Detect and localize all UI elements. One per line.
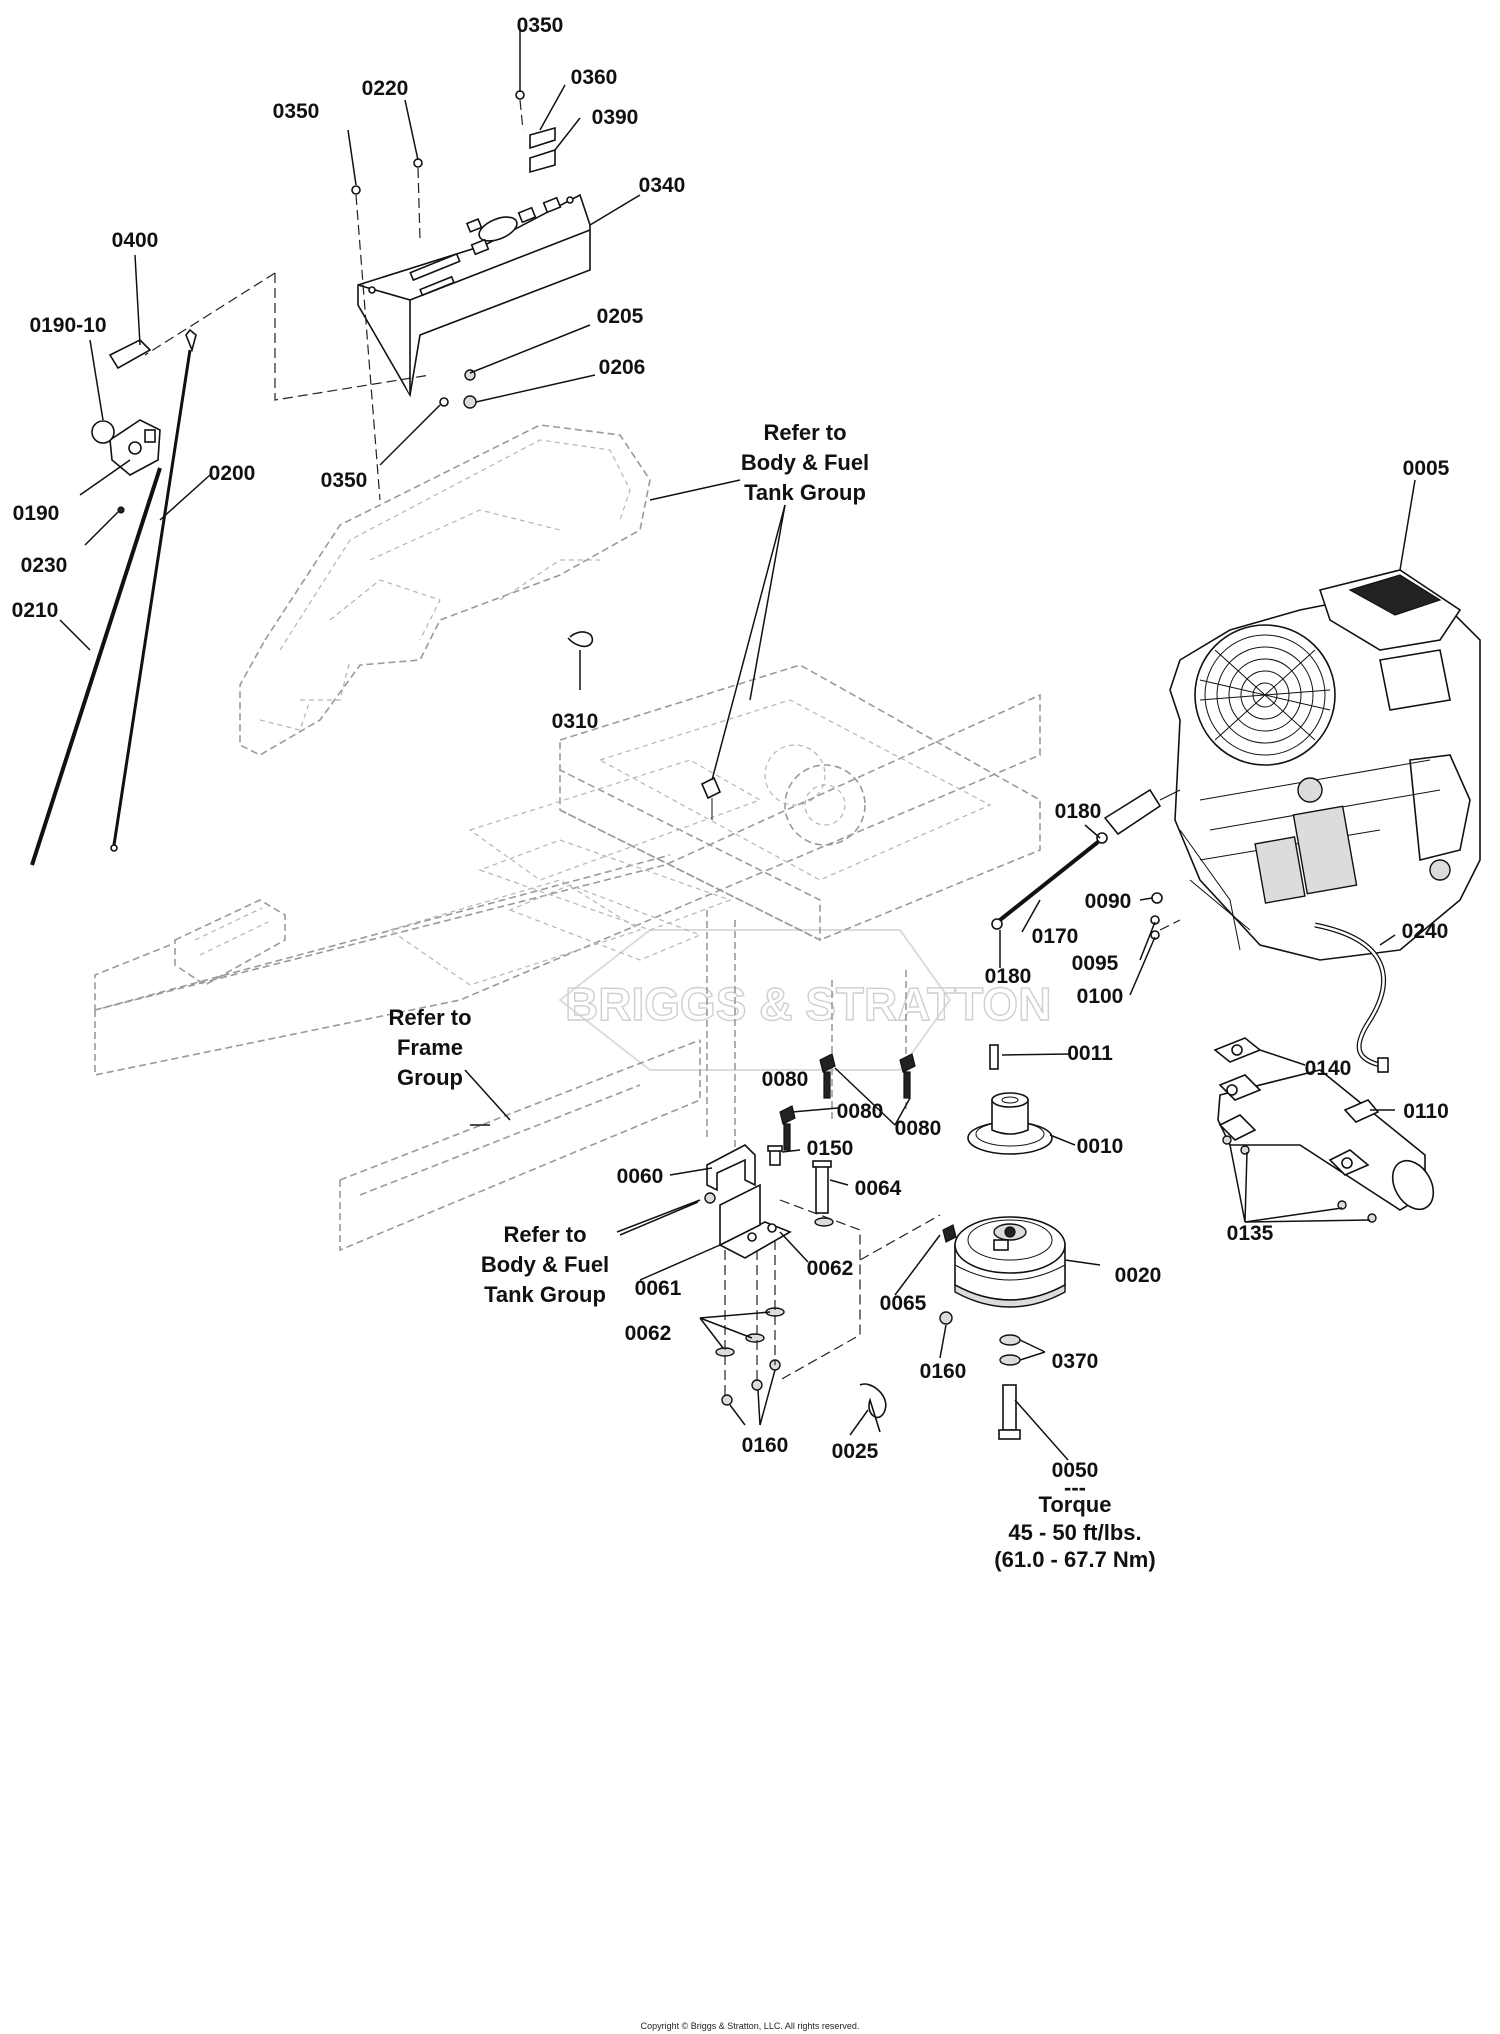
- note-line: Torque: [1039, 1492, 1112, 1517]
- part-label-0180-low: 0180: [985, 965, 1032, 988]
- part-label-0370: 0370: [1052, 1350, 1099, 1373]
- muffler-0110: [1217, 1069, 1435, 1211]
- bracket-0061: [718, 1183, 792, 1259]
- part-label-0310: 0310: [552, 710, 599, 733]
- note-body-fuel-bottom: Refer to Body & Fuel Tank Group: [481, 1222, 609, 1307]
- fuel-line-0240: [1314, 922, 1389, 1073]
- part-label-0062-right: 0062: [807, 1257, 854, 1280]
- watermark-text: BRIGGS & STRATTON: [565, 978, 1051, 1030]
- part-label-0206: 0206: [599, 356, 646, 379]
- note-line: Refer to: [503, 1222, 586, 1247]
- part-label-0190: 0190: [13, 502, 60, 525]
- bracket-0060: [706, 1144, 756, 1192]
- bolt-body: [700, 776, 722, 820]
- part-label-0160-bottom: 0160: [742, 1434, 789, 1457]
- dashed-mount-lines: [724, 1199, 941, 1400]
- part-label-0011: 0011: [1067, 1042, 1113, 1065]
- part-label-0095: 0095: [1072, 952, 1119, 975]
- part-label-0080-c: 0080: [837, 1100, 884, 1123]
- part-label-0020: 0020: [1115, 1264, 1162, 1287]
- bolts-0080: [779, 1053, 916, 1151]
- part-label-0205: 0205: [597, 305, 644, 328]
- part-label-0005: 0005: [1403, 457, 1450, 480]
- part-label-0160-right: 0160: [920, 1360, 967, 1383]
- watermark: BRIGGS & STRATTON: [558, 929, 1052, 1071]
- part-label-0050: 0050: [1052, 1459, 1099, 1482]
- part-label-0090: 0090: [1085, 890, 1132, 913]
- copyright-text: Copyright © Briggs & Stratton, LLC. All …: [641, 2021, 860, 2031]
- part-label-0210: 0210: [12, 599, 59, 622]
- washers-0370: [999, 1334, 1021, 1366]
- throttle-control-0190: [91, 339, 161, 514]
- part-label-0400: 0400: [112, 229, 159, 252]
- engine-0005: [1169, 569, 1481, 961]
- note-line: Frame: [397, 1035, 463, 1060]
- part-label-0230: 0230: [21, 554, 68, 577]
- part-label-0240: 0240: [1402, 920, 1449, 943]
- part-label-0064: 0064: [855, 1177, 902, 1200]
- bolt-0150: [767, 1145, 783, 1166]
- part-label-0350-left: 0350: [273, 100, 320, 123]
- note-line: Tank Group: [744, 480, 866, 505]
- part-label-0100: 0100: [1077, 985, 1124, 1008]
- dashed-link-0400: [274, 273, 431, 401]
- part-label-0135: 0135: [1227, 1222, 1274, 1245]
- part-label-0140: 0140: [1305, 1057, 1352, 1080]
- fasteners-0090-0095-0100: [1150, 892, 1181, 940]
- note-line: Refer to: [763, 420, 846, 445]
- part-label-0025: 0025: [832, 1440, 879, 1463]
- bolt-0050: [998, 1384, 1021, 1440]
- part-label-0180-top: 0180: [1055, 800, 1102, 823]
- part-number-labels: 0350 0220 0360 0390 0340 0350 0400 0190-…: [12, 14, 1450, 1482]
- part-label-0061: 0061: [635, 1277, 682, 1300]
- body-tunnel-ghost: [239, 424, 651, 756]
- dashed-link-0400b: [144, 272, 276, 356]
- note-line: Group: [397, 1065, 463, 1090]
- part-label-0390: 0390: [592, 106, 639, 129]
- part-label-0080-a: 0080: [762, 1068, 809, 1091]
- note-line: (61.0 - 67.7 Nm): [994, 1547, 1155, 1572]
- clip-0310: [567, 631, 594, 648]
- dipstick-0200-rod-0210: [30, 328, 197, 866]
- pto-clutch-0020: [954, 1216, 1066, 1308]
- part-label-0150: 0150: [807, 1137, 854, 1160]
- note-line: Tank Group: [484, 1282, 606, 1307]
- part-label-0060: 0060: [617, 1165, 664, 1188]
- bolt-0065: [939, 1224, 957, 1325]
- part-label-0110: 0110: [1403, 1100, 1449, 1123]
- part-label-0010: 0010: [1077, 1135, 1124, 1158]
- part-label-0360: 0360: [571, 66, 618, 89]
- tie-strap-0025: [859, 1383, 887, 1433]
- part-label-0350-low: 0350: [321, 469, 368, 492]
- frame-assembly-ghost: [94, 664, 1041, 1252]
- part-label-0200: 0200: [209, 462, 256, 485]
- part-label-0350-top: 0350: [517, 14, 564, 37]
- part-label-0190-10: 0190-10: [29, 314, 106, 337]
- note-line: 45 - 50 ft/lbs.: [1008, 1520, 1141, 1545]
- note-line: Body & Fuel: [481, 1252, 609, 1277]
- pin-0064: [812, 1160, 832, 1214]
- note-line: Body & Fuel: [741, 450, 869, 475]
- part-label-0065: 0065: [880, 1292, 927, 1315]
- note-line: ---: [1064, 1475, 1086, 1500]
- note-frame: Refer to Frame Group: [388, 1005, 471, 1090]
- leader-lines: [59, 30, 1416, 1461]
- part-label-0340: 0340: [639, 174, 686, 197]
- fuel-filter-0180-hose-0170: [991, 788, 1181, 930]
- part-label-0062-left: 0062: [625, 1322, 672, 1345]
- note-torque: --- Torque 45 - 50 ft/lbs. (61.0 - 67.7 …: [994, 1475, 1155, 1572]
- pulley-0010: [967, 1092, 1053, 1155]
- gasket-0140: [1213, 1037, 1262, 1063]
- dash-panel-0340: [357, 193, 591, 398]
- part-label-0220: 0220: [362, 77, 409, 100]
- note-body-fuel-top: Refer to Body & Fuel Tank Group: [741, 420, 869, 505]
- part-label-0080-b: 0080: [895, 1117, 942, 1140]
- part-label-0170: 0170: [1032, 925, 1079, 948]
- note-line: Refer to: [388, 1005, 471, 1030]
- pin-0011: [989, 1044, 999, 1070]
